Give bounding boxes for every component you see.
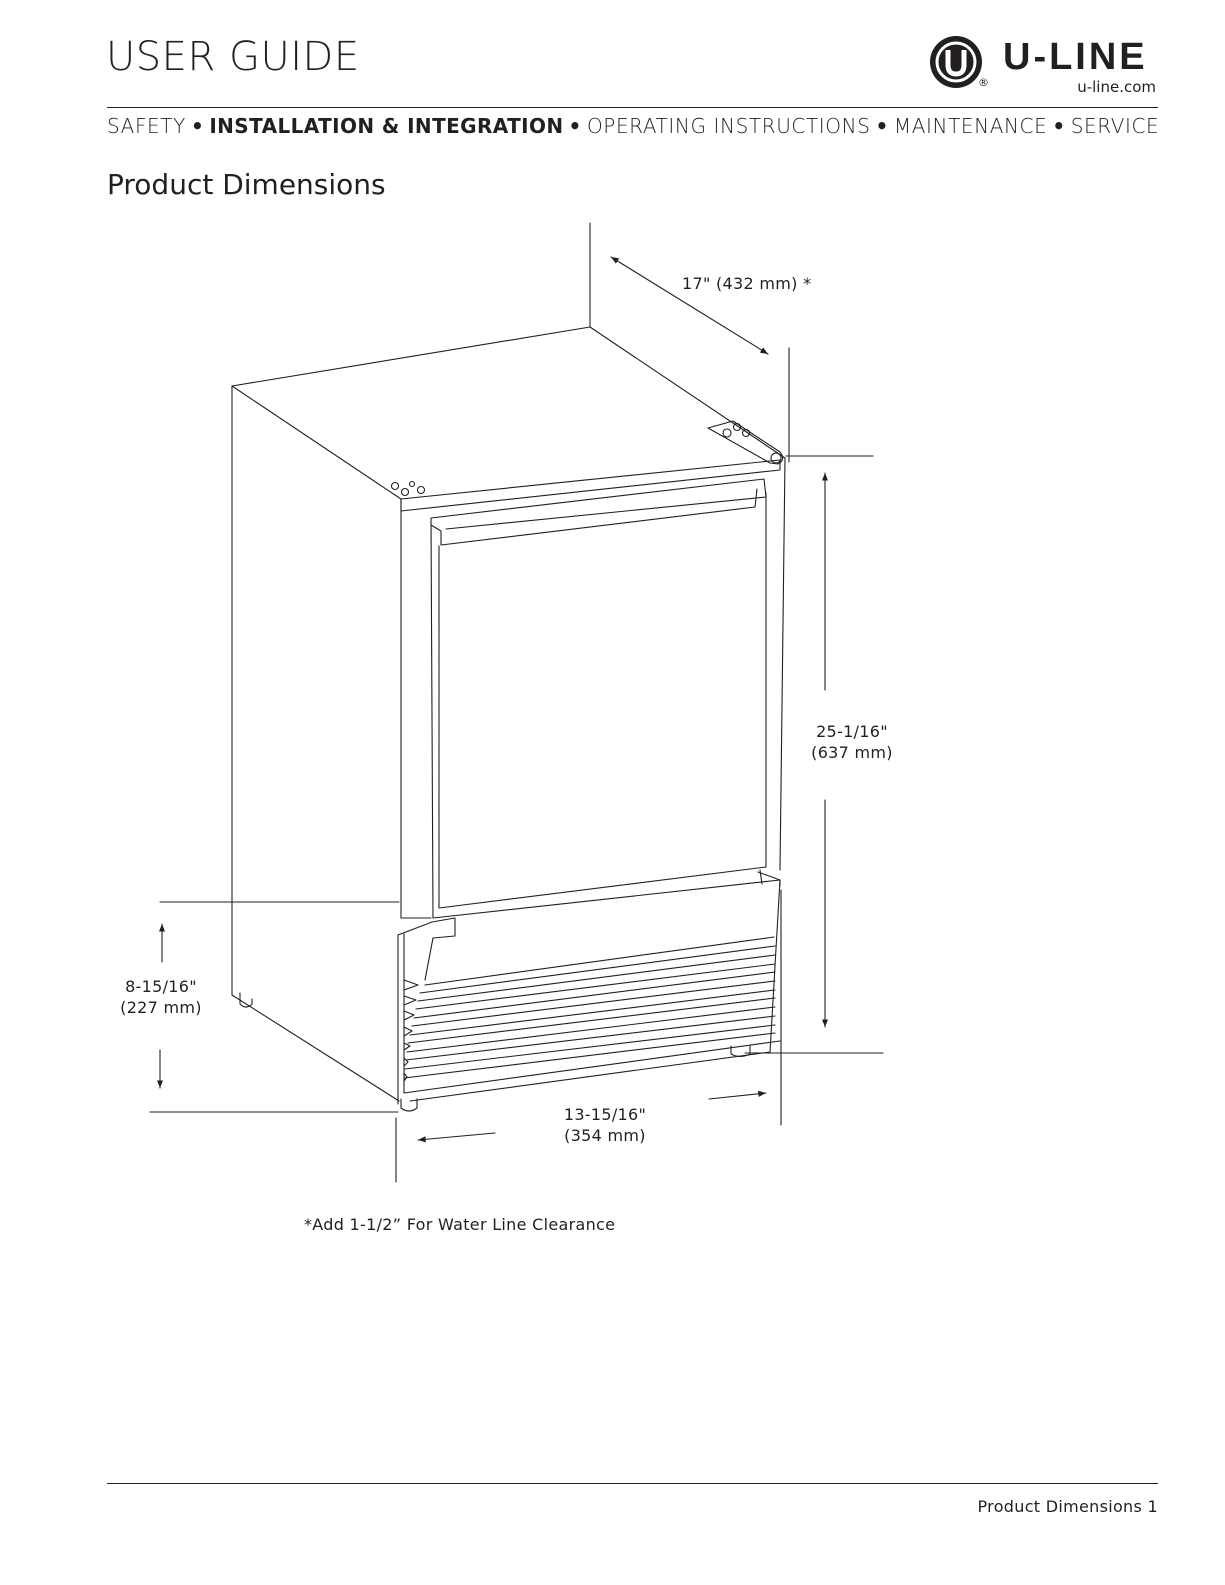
width-dimension-metric: (354 mm) bbox=[558, 1125, 652, 1146]
water-line-clearance-note: *Add 1-1/2” For Water Line Clearance bbox=[304, 1215, 615, 1234]
height-dimension-metric: (637 mm) bbox=[808, 742, 896, 763]
footer-divider bbox=[107, 1483, 1158, 1484]
height-dimension-label: 25-1/16" (637 mm) bbox=[808, 721, 896, 763]
door-hinge bbox=[708, 421, 783, 464]
width-dimension-imperial: 13-15/16" bbox=[558, 1104, 652, 1125]
width-dimension-label: 13-15/16" (354 mm) bbox=[558, 1104, 652, 1146]
grille-height-dimension-label: 8-15/16" (227 mm) bbox=[116, 976, 206, 1018]
height-dimension-imperial: 25-1/16" bbox=[808, 721, 896, 742]
door-panel bbox=[401, 460, 780, 918]
front-grille bbox=[398, 870, 780, 1104]
depth-dimension-label: 17" (432 mm) * bbox=[682, 273, 811, 294]
page-footer: Product Dimensions 1 bbox=[978, 1497, 1158, 1516]
grille-height-metric: (227 mm) bbox=[116, 997, 206, 1018]
top-screws bbox=[392, 482, 425, 496]
cabinet-outline bbox=[232, 327, 785, 1101]
grille-height-imperial: 8-15/16" bbox=[116, 976, 206, 997]
